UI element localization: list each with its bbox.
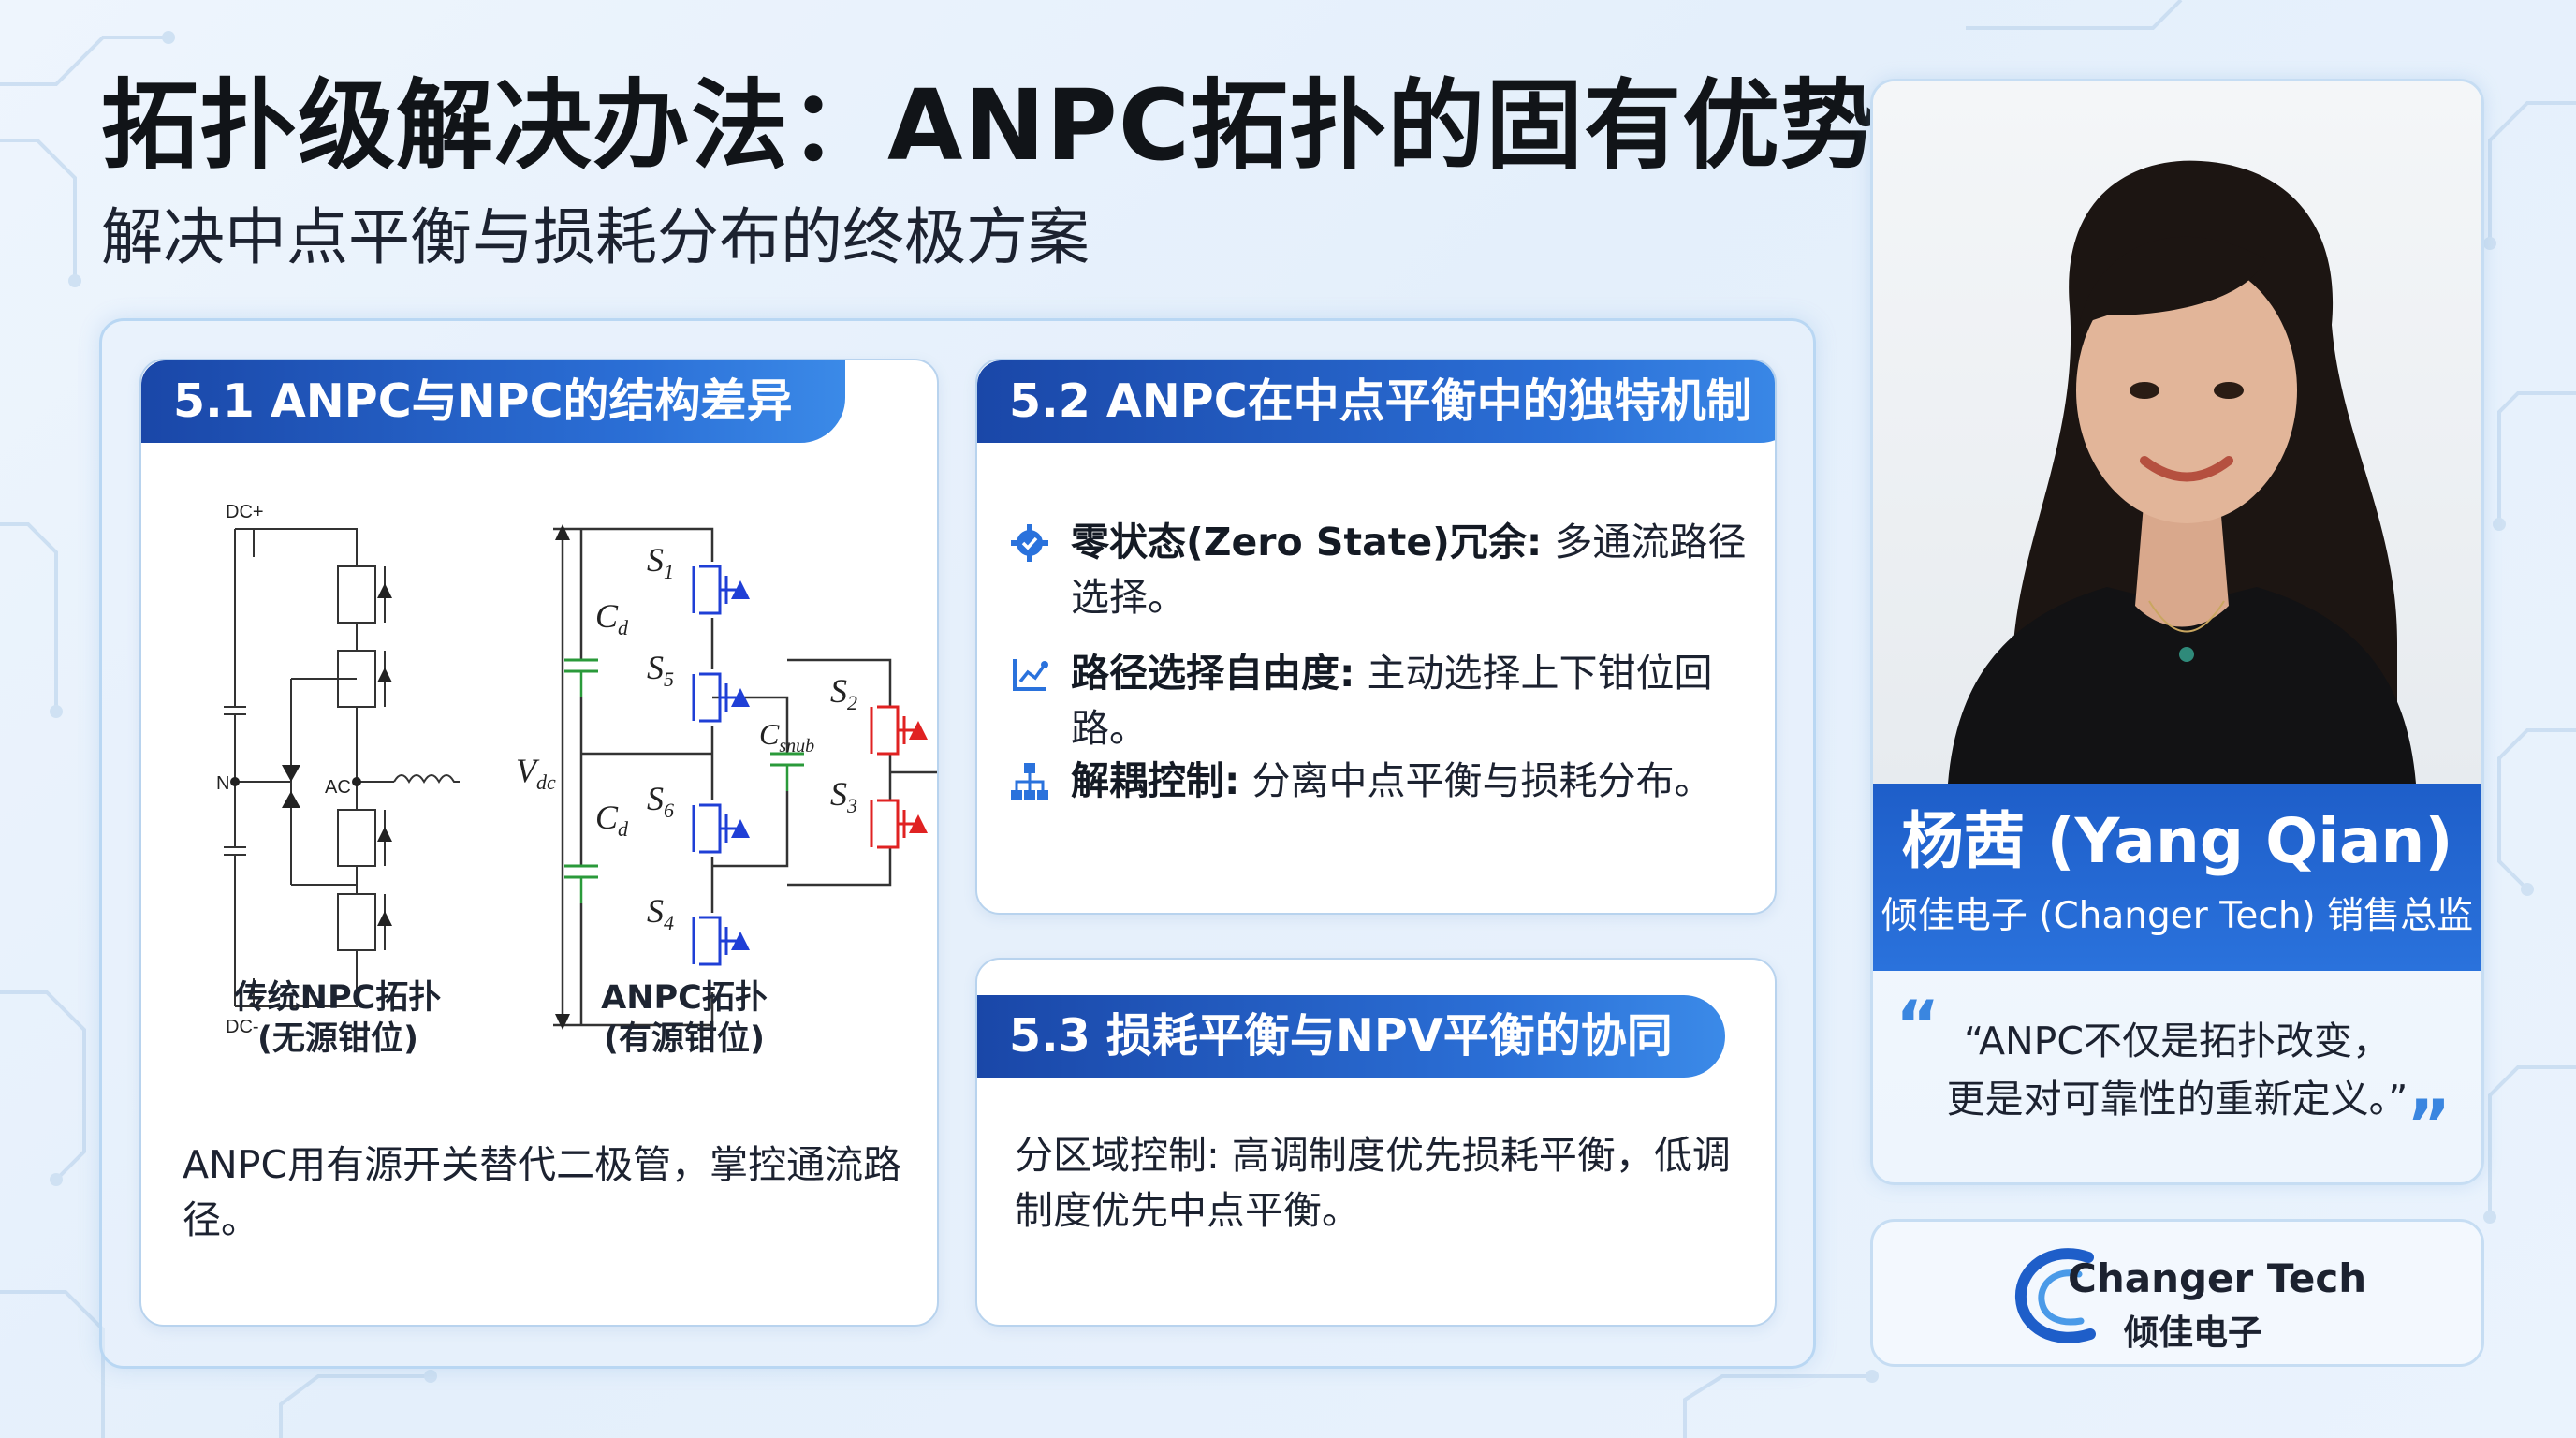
logo-english-name: Changer Tech [2068,1255,2367,1301]
content-panel: 5.1 ANPC与NPC的结构差异 [99,318,1816,1369]
quote-line-1: “ANPC不仅是拓扑改变， [1963,1019,2392,1064]
svg-text:Vdc: Vdc [516,752,556,794]
svg-text:S1: S1 [647,541,674,583]
s2-label: S [830,672,847,710]
s6-sub: 6 [664,799,674,822]
mechanism-bold-2: 路径选择自由度: [1071,651,1355,696]
vdc-sub: dc [536,770,556,794]
cd-top-label: C [595,597,619,635]
quote-line-2: 更是对可靠性的重新定义。” [1946,1076,2408,1122]
svg-text:Cd: Cd [595,799,629,841]
card-npv-mechanism: 5.2 ANPC在中点平衡中的独特机制 零状态(Zero State)冗余: 多… [975,359,1777,915]
mechanism-text-2: 路径选择自由度: 主动选择上下钳位回路。 [1071,646,1749,757]
mechanism-bold-1: 零状态(Zero State)冗余: [1071,520,1543,565]
mechanism-desc-2: 主动选择上下钳位回路。 [1071,651,1713,752]
s4-sub: 4 [664,911,674,934]
svg-text:S5: S5 [647,649,674,691]
path-select-icon [1013,659,1048,691]
section-52-header: 5.2 ANPC在中点平衡中的独特机制 [977,360,1775,443]
section-51-description: ANPC用有源开关替代二极管，掌控通流路径。 [183,1142,902,1243]
mechanism-item: 路径选择自由度: 主动选择上下钳位回路。 [1009,646,1749,757]
anpc-label-line2: (有源钳位) [604,1020,765,1058]
quote-open-icon: “ [1895,986,1940,1064]
s2-sub: 2 [847,691,857,714]
cd-bottom-label: C [595,799,619,836]
cd-bottom-sub: d [618,817,629,841]
gear-check-icon [1011,524,1048,562]
speaker-name-band: 杨茜 (Yang Qian) 倾佳电子 (Changer Tech) 销售总监 [1873,784,2481,971]
anpc-topology-diagram [553,527,937,1027]
cd-top-sub: d [618,616,629,639]
ac-node-label: AC [325,777,351,798]
s5-sub: 5 [664,668,674,691]
speaker-photo [1873,81,2481,784]
s3-label: S [830,775,847,813]
npc-topology-label: 传统NPC拓扑 (无源钳位) [207,978,469,1061]
mechanism-item: 零状态(Zero State)冗余: 多通流路径选择。 [1009,515,1749,626]
page-title: 拓扑级解决办法：ANPC拓扑的固有优势 [101,68,1880,183]
card-structure-difference: 5.1 ANPC与NPC的结构差异 [139,359,939,1327]
svg-text:S6: S6 [647,780,674,822]
csnub-sub: snub [779,736,814,756]
s6-label: S [647,780,664,817]
dc-minus-label: DC- [226,1017,259,1037]
svg-text:S4: S4 [647,892,674,934]
changer-logo-icon [2014,1248,2096,1343]
csnub-label: C [759,717,780,751]
anpc-label-line1: ANPC拓扑 [601,979,768,1017]
speaker-quote: “ “ANPC不仅是拓扑改变， 更是对可靠性的重新定义。” ” [1873,971,2481,1182]
s1-sub: 1 [664,560,674,583]
npc-label-line2: (无源钳位) [257,1020,418,1058]
speaker-name: 杨茜 (Yang Qian) [1901,805,2453,877]
npc-topology-diagram [224,528,460,1007]
mechanism-text-3: 解耦控制: 分离中点平衡与损耗分布。 [1071,754,1712,809]
vdc-label: V [516,752,540,789]
dc-plus-label: DC+ [226,502,264,522]
n-node-label: N [216,773,229,794]
s5-label: S [647,649,664,686]
card-loss-npv-synergy: 5.3 损耗平衡与NPV平衡的协同 分区域控制: 高调制度优先损耗平衡，低调制度… [975,958,1777,1327]
anpc-topology-label: ANPC拓扑 (有源钳位) [553,978,815,1061]
mechanism-text-1: 零状态(Zero State)冗余: 多通流路径选择。 [1071,515,1749,626]
s1-label: S [647,541,664,579]
mechanism-desc-3: 分离中点平衡与损耗分布。 [1239,758,1713,803]
mechanism-item: 解耦控制: 分离中点平衡与损耗分布。 [1009,754,1749,809]
s3-sub: 3 [846,794,857,817]
section-53-description: 分区域控制: 高调制度优先损耗平衡，低调制度优先中点平衡。 [1015,1133,1731,1234]
mechanism-bold-3: 解耦控制: [1071,758,1240,803]
quote-text: “ANPC不仅是拓扑改变， 更是对可靠性的重新定义。” [1910,1013,2444,1128]
logo-chinese-name: 倾佳电子 [2124,1313,2262,1353]
speaker-role: 倾佳电子 (Changer Tech) 销售总监 [1881,895,2474,938]
page-subtitle: 解决中点平衡与损耗分布的终极方案 [101,201,1090,273]
hierarchy-icon [1011,763,1048,800]
svg-text:S2: S2 [830,672,857,714]
svg-text:Csnub: Csnub [759,717,814,756]
company-logo-card: Changer Tech 倾佳电子 [1870,1219,2484,1367]
svg-text:S3: S3 [830,775,857,817]
npc-label-line1: 传统NPC拓扑 [234,979,442,1017]
topology-diagrams: DC+ DC- N AC [216,502,937,1037]
section-53-header: 5.3 损耗平衡与NPV平衡的协同 [977,995,1725,1078]
speaker-card: 杨茜 (Yang Qian) 倾佳电子 (Changer Tech) 销售总监 … [1870,79,2484,1185]
section-51-header: 5.1 ANPC与NPC的结构差异 [141,360,845,443]
quote-close-icon: ” [2407,1085,2452,1164]
s4-label: S [647,892,664,930]
svg-text:Cd: Cd [595,597,629,639]
mechanism-desc-1: 多通流路径选择。 [1071,520,1747,621]
